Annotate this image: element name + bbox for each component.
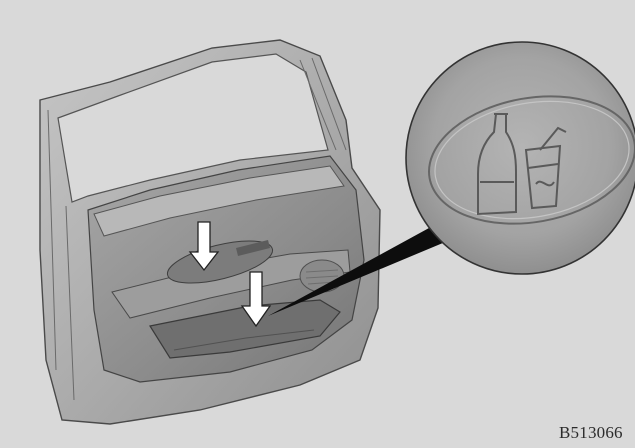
detail-magnifier <box>406 42 635 274</box>
figure-code: B513066 <box>559 423 623 443</box>
